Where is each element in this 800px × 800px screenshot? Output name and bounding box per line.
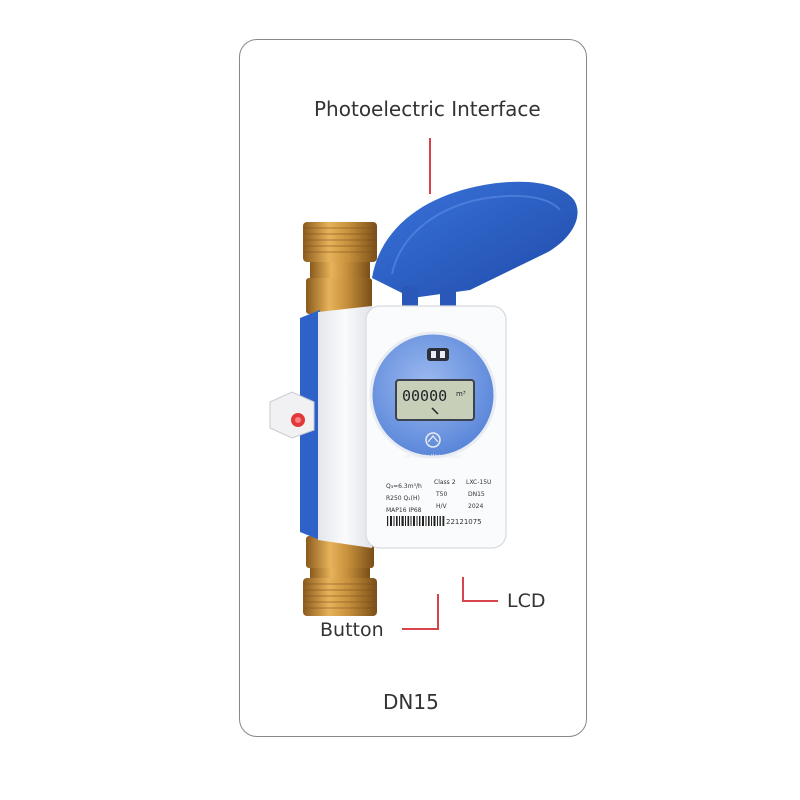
model-label: DN15 — [383, 690, 439, 714]
lcd-screen: 00000 m³ — [395, 379, 475, 421]
lcd-leader-horizontal — [462, 600, 498, 602]
spec-col3-line1: LXC-15U — [466, 479, 491, 486]
spec-col1-line2: R250 Q₁(H) — [386, 495, 420, 502]
brand-text: Ultrasonic Water Meter — [404, 454, 462, 460]
button-leader-vertical — [437, 594, 439, 630]
lcd-leader-vertical — [462, 577, 464, 601]
spec-col1-line1: Q₃=6.3m³/h — [386, 483, 422, 490]
photoelectric-interface-label: Photoelectric Interface — [314, 97, 541, 121]
barcode — [387, 516, 445, 526]
lcd-label: LCD — [507, 590, 546, 612]
photoelectric-leader-line — [429, 138, 431, 194]
brand-logo-icon — [425, 432, 441, 448]
meter-lid — [372, 181, 578, 310]
meter-body-side — [318, 306, 372, 548]
lcd-reading: 00000 — [402, 387, 447, 405]
button-label: Button — [320, 619, 384, 641]
spec-col2-line1: Class 2 — [434, 479, 456, 486]
serial-number: 22121075 — [446, 518, 482, 526]
security-seal — [269, 391, 315, 439]
spec-col3-line2: DN15 — [468, 491, 485, 498]
spec-col2-line3: H/V — [436, 503, 448, 510]
upper-brass-fitting — [303, 222, 377, 314]
spec-col1-line3: MAP16 IP68 — [386, 507, 422, 514]
button-leader-horizontal — [402, 628, 438, 630]
lcd-unit: m³ — [456, 390, 466, 398]
spec-col2-line2: T50 — [435, 491, 447, 498]
spec-col3-line3: 2024 — [468, 503, 483, 510]
lower-brass-fitting — [303, 536, 377, 616]
